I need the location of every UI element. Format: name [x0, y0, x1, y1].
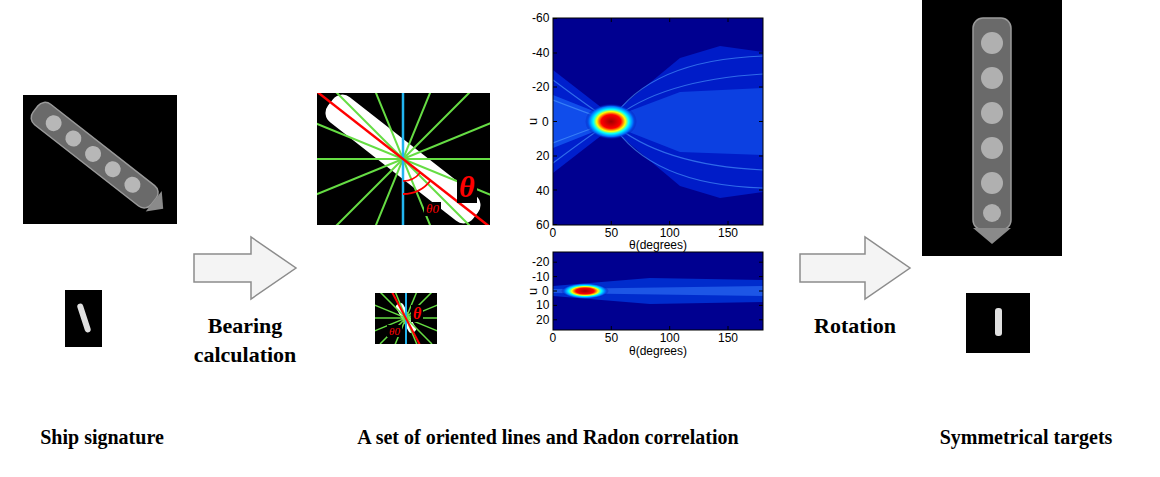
- tick-label: 0: [542, 116, 549, 128]
- axis-label: θ(degrees): [629, 239, 687, 251]
- edge-label: Rotation: [814, 311, 896, 340]
- block-arrow: [800, 237, 910, 299]
- axis-label: u: [526, 118, 539, 125]
- ship-image: [922, 0, 1062, 256]
- tick-label: 0: [542, 285, 549, 297]
- radon-plot: [553, 252, 763, 330]
- panel-caption: Ship signature: [12, 424, 192, 450]
- angle-label: θ: [457, 171, 477, 203]
- tick-label: 100: [660, 332, 680, 344]
- tick-label: -40: [532, 47, 549, 59]
- tick-label: 10: [536, 299, 549, 311]
- tick-label: 20: [536, 314, 549, 326]
- tick-label: 60: [536, 219, 549, 231]
- block-arrow: [194, 237, 296, 299]
- oriented-lines-image: [308, 71, 498, 247]
- angle-label: θ0: [387, 325, 402, 337]
- tick-label: 40: [536, 185, 549, 197]
- ship-image: [65, 290, 102, 347]
- tick-label: 50: [605, 227, 618, 239]
- tick-label: 0: [550, 332, 557, 344]
- tick-label: 100: [660, 227, 680, 239]
- tick-label: 150: [718, 332, 738, 344]
- panel-caption: A set of oriented lines and Radon correl…: [298, 424, 798, 450]
- radon-plot: [553, 18, 763, 225]
- panel-caption: Symmetrical targets: [912, 424, 1140, 450]
- ship-image: [23, 95, 177, 224]
- edge-label: Bearing calculation: [179, 311, 311, 369]
- tick-label: -20: [532, 81, 549, 93]
- tick-label: -20: [532, 256, 549, 268]
- angle-label: θ: [411, 305, 423, 322]
- tick-label: -10: [532, 271, 549, 283]
- tick-label: 20: [536, 150, 549, 162]
- axis-label: θ(degrees): [629, 345, 687, 357]
- oriented-lines-image: [370, 284, 442, 352]
- tick-label: -60: [532, 12, 549, 24]
- tick-label: 0: [550, 227, 557, 239]
- tick-label: 50: [605, 332, 618, 344]
- angle-label: θ0: [424, 202, 441, 216]
- figure-panel: Ship signature: [12, 0, 192, 470]
- figure-panel: Symmetrical targets: [912, 0, 1140, 470]
- axis-label: u: [526, 287, 539, 294]
- ship-image: [966, 293, 1030, 353]
- tick-label: 150: [718, 227, 738, 239]
